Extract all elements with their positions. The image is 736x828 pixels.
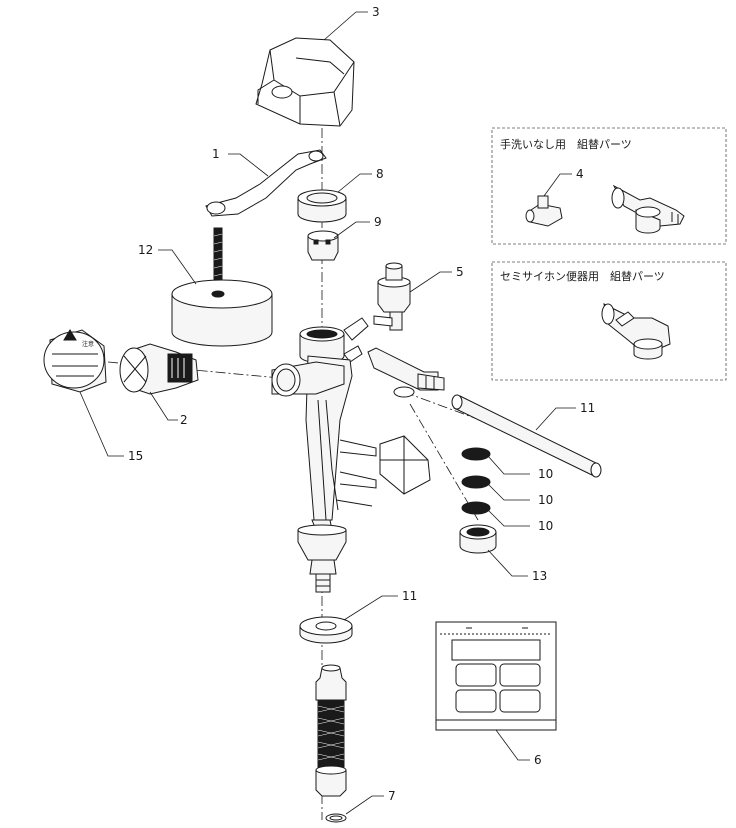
callout-5: 5 — [409, 265, 464, 293]
part-13-gasket — [299, 616, 353, 644]
callout-9: 9 — [333, 215, 382, 239]
kit-title-no-handwash: 手洗いなし用 組替パーツ — [500, 137, 632, 151]
callout-number-8: 8 — [376, 167, 384, 181]
part-10-washers — [461, 447, 491, 515]
callout-2: 2 — [149, 391, 188, 427]
part-2-cartridge — [119, 343, 199, 395]
callout-7: 7 — [345, 789, 396, 815]
part-5-fitting — [373, 262, 411, 331]
callout-1: 1 — [212, 147, 269, 177]
branch-axis-line — [403, 391, 481, 421]
part-1-lever — [205, 149, 327, 217]
cap-warning-label: 注意 — [82, 340, 94, 348]
callout-12: 12 — [138, 243, 197, 285]
callout-number-11: 11 — [580, 401, 595, 415]
kit-title-siphon: セミサイホン便器用 組替パーツ — [500, 269, 665, 283]
flex-hose — [315, 664, 347, 797]
callout-15: 15 — [79, 391, 143, 463]
callout-number-14: 13 — [532, 569, 547, 583]
callout-number-15: 15 — [128, 449, 143, 463]
main-valve-body — [271, 317, 431, 593]
callout-number-9: 9 — [374, 215, 382, 229]
callout-10c: 10 — [487, 509, 553, 533]
kit-fitting-large — [611, 184, 685, 234]
part-7-oring — [325, 813, 347, 823]
callout-8: 8 — [337, 167, 384, 193]
part-8-nut — [297, 189, 347, 223]
callout-number-2: 2 — [180, 413, 188, 427]
part-9-valve — [307, 230, 339, 261]
callout-number-1: 1 — [212, 147, 220, 161]
callout-number-13: 11 — [402, 589, 417, 603]
branch-pipe — [367, 347, 445, 398]
callout-number-10a: 10 — [538, 467, 553, 481]
callout-3: 3 — [323, 5, 380, 41]
part-3-cover — [255, 37, 355, 127]
callout-4: 4 — [543, 167, 584, 197]
callout-number-10b: 10 — [538, 493, 553, 507]
callout-11: 11 — [535, 401, 595, 431]
callout-number-12: 12 — [138, 243, 153, 257]
part-14-nut — [459, 524, 497, 554]
callout-number-3: 3 — [372, 5, 380, 19]
callout-6: 6 — [495, 729, 542, 767]
washer-axis-line — [409, 403, 479, 521]
callout-number-10c: 10 — [538, 519, 553, 533]
callout-13: 11 — [343, 589, 417, 621]
part-11-tube — [451, 394, 602, 478]
callout-10a: 10 — [487, 455, 553, 481]
callout-number-4: 4 — [576, 167, 584, 181]
kit-fitting-siphon — [601, 303, 671, 360]
part-4-fitting — [525, 195, 563, 227]
kit-box-siphon: セミサイホン便器用 組替パーツ — [491, 261, 727, 381]
callout-14: 13 — [487, 549, 547, 583]
callout-number-6: 6 — [534, 753, 542, 767]
callout-number-7: 7 — [388, 789, 396, 803]
callout-number-5: 5 — [456, 265, 464, 279]
part-15-cap: 注意 — [43, 329, 107, 393]
callout-10b: 10 — [487, 483, 553, 507]
kit-box-no-handwash: 手洗いなし用 組替パーツ — [491, 127, 727, 245]
part-12-float — [171, 227, 273, 347]
part-6-manual — [435, 621, 557, 731]
